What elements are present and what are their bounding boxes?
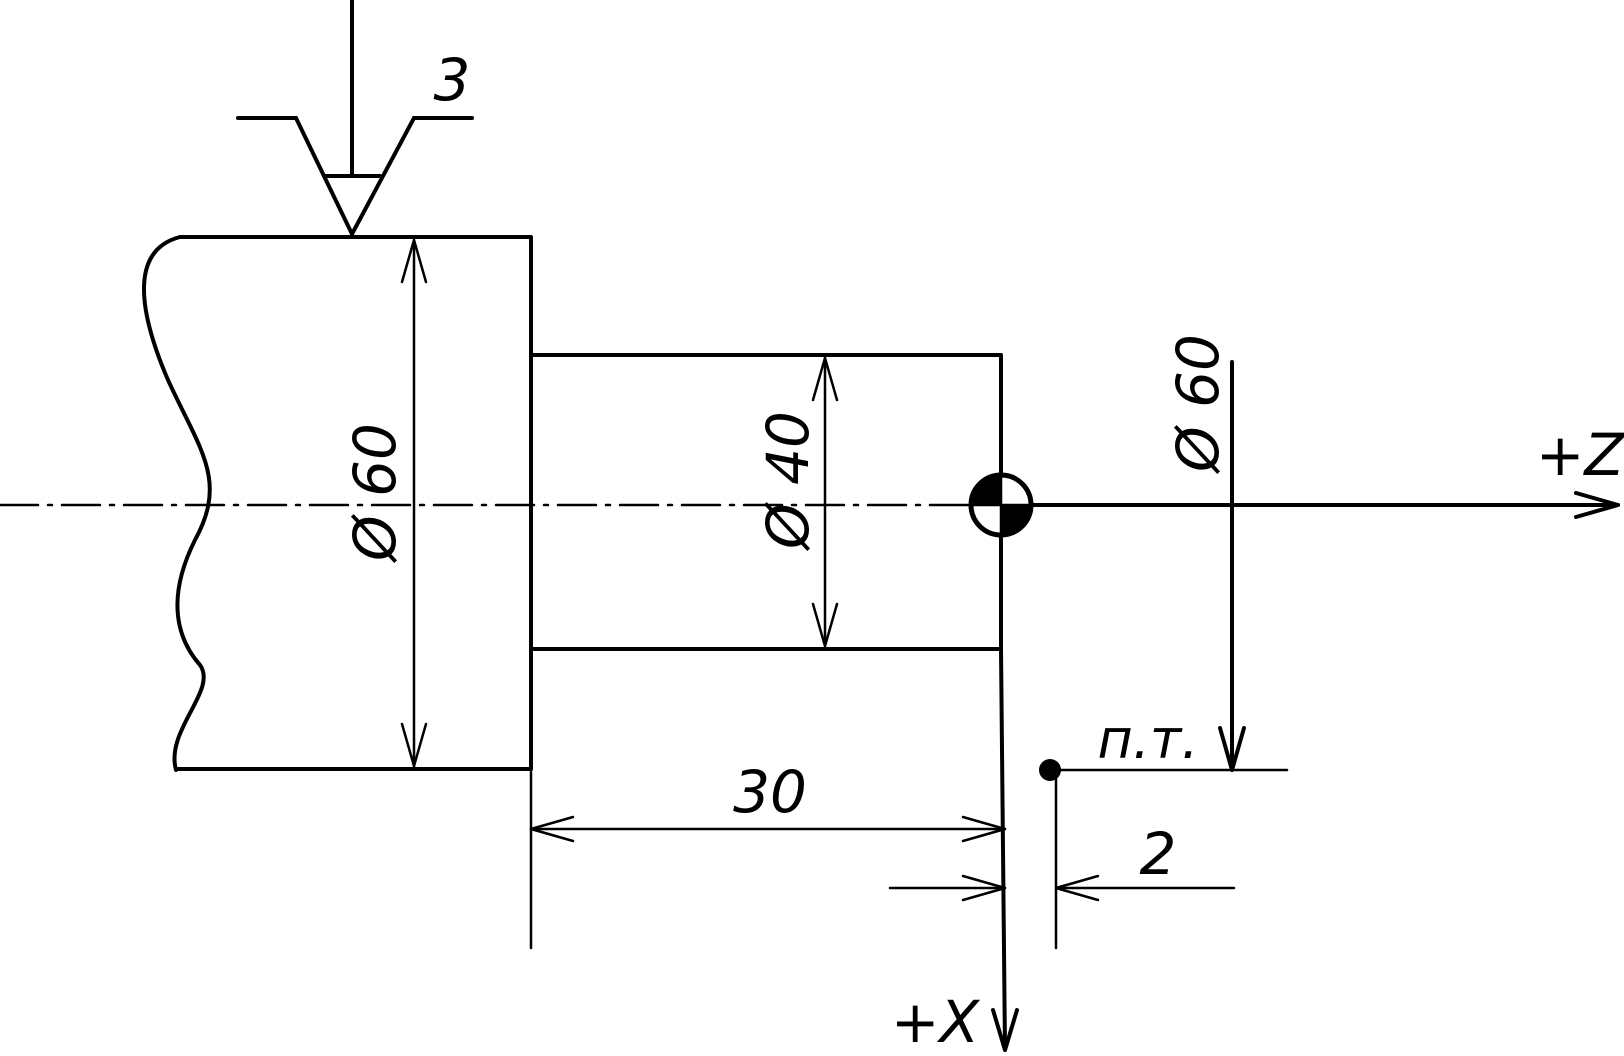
dim-d40-arrow-bottom bbox=[811, 602, 839, 648]
dim-2-label: 2 bbox=[1140, 820, 1177, 888]
z-axis-arrow bbox=[1574, 491, 1620, 519]
workpiece-large-section bbox=[174, 235, 533, 771]
dim-d60-left-arrow-bottom bbox=[400, 722, 428, 768]
dim-30-label: 30 bbox=[733, 758, 807, 826]
dim-2-left-arrow bbox=[961, 874, 1007, 902]
surface-finish-label: 3 bbox=[434, 46, 471, 114]
dim-d60-left-label: Ø 60 bbox=[341, 423, 409, 563]
tool-point-dot bbox=[1039, 759, 1061, 781]
x-axis-arrow bbox=[991, 1008, 1019, 1052]
workpiece-break-line bbox=[142, 235, 212, 772]
dim-2-right-arrow bbox=[1054, 874, 1100, 902]
z-axis-label: +Z bbox=[1536, 421, 1624, 489]
dim-d60-left-arrow-top bbox=[400, 238, 428, 284]
dim-30-arrow-left bbox=[529, 815, 575, 843]
dim-d40-arrow-top bbox=[811, 356, 839, 402]
surface-finish-symbol bbox=[236, 0, 474, 236]
tool-point-label: п.т. bbox=[1097, 708, 1198, 771]
x-axis-label: +X bbox=[891, 988, 981, 1056]
end-face-line bbox=[999, 647, 1007, 1052]
zero-point-symbol bbox=[968, 472, 1034, 538]
dim-d60-right-label: Ø 60 bbox=[1164, 334, 1232, 474]
dim-d40-label: Ø 40 bbox=[754, 411, 822, 551]
dim-30-arrow-right bbox=[961, 815, 1007, 843]
